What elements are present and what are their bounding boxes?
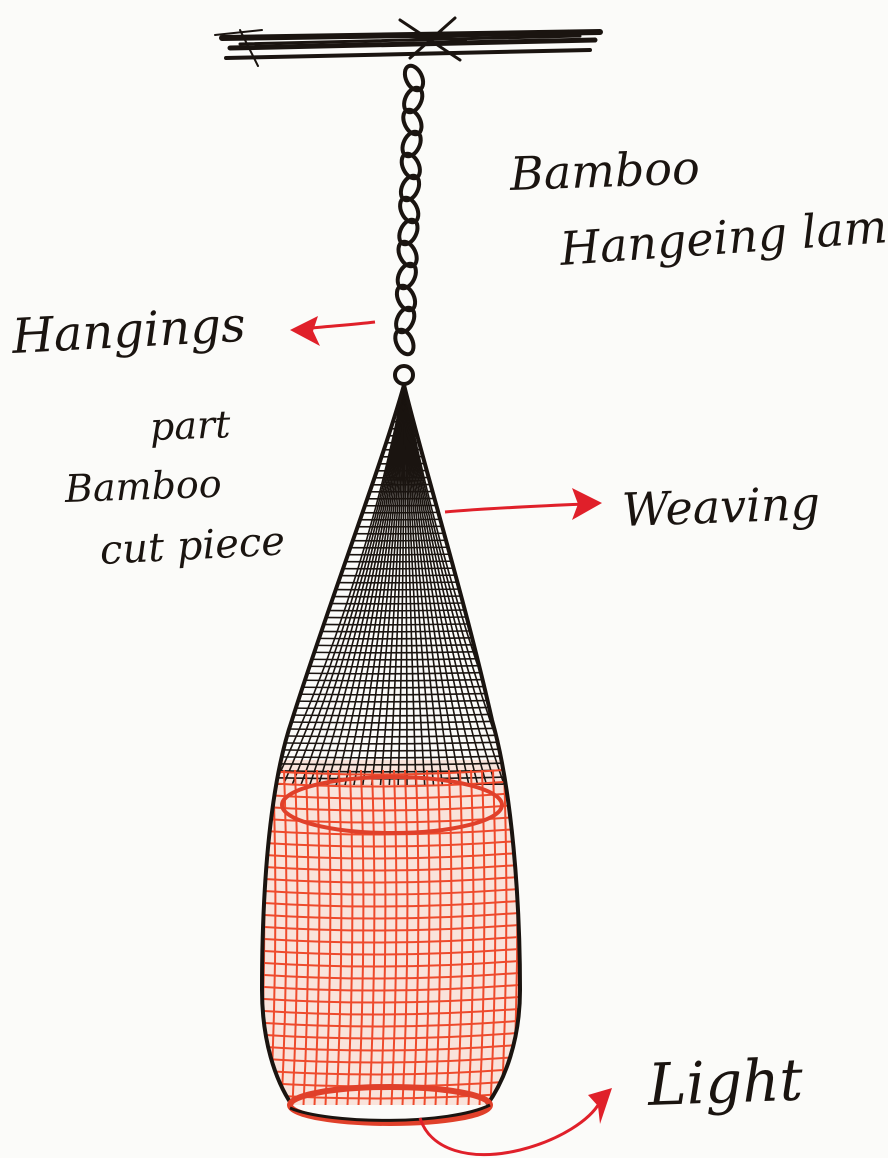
arrow-weaving: [445, 488, 602, 520]
chain-ring: [395, 366, 413, 384]
bamboo-bar: [215, 18, 600, 66]
hanging-label-line-1: Hangings: [11, 300, 247, 363]
hanging-chain: [392, 63, 427, 357]
arrow-hanging: [290, 316, 375, 346]
hanging-label-line-4: cut piece: [99, 520, 286, 572]
hanging-label-line-2: part: [149, 405, 231, 448]
title-line-1: Bamboo: [509, 143, 700, 198]
hanging-label-line-3: Bamboo: [64, 465, 222, 510]
lamp-shade: [240, 385, 540, 1123]
light-label: Light: [647, 1050, 804, 1116]
weaving-label: Weaving: [621, 479, 821, 534]
